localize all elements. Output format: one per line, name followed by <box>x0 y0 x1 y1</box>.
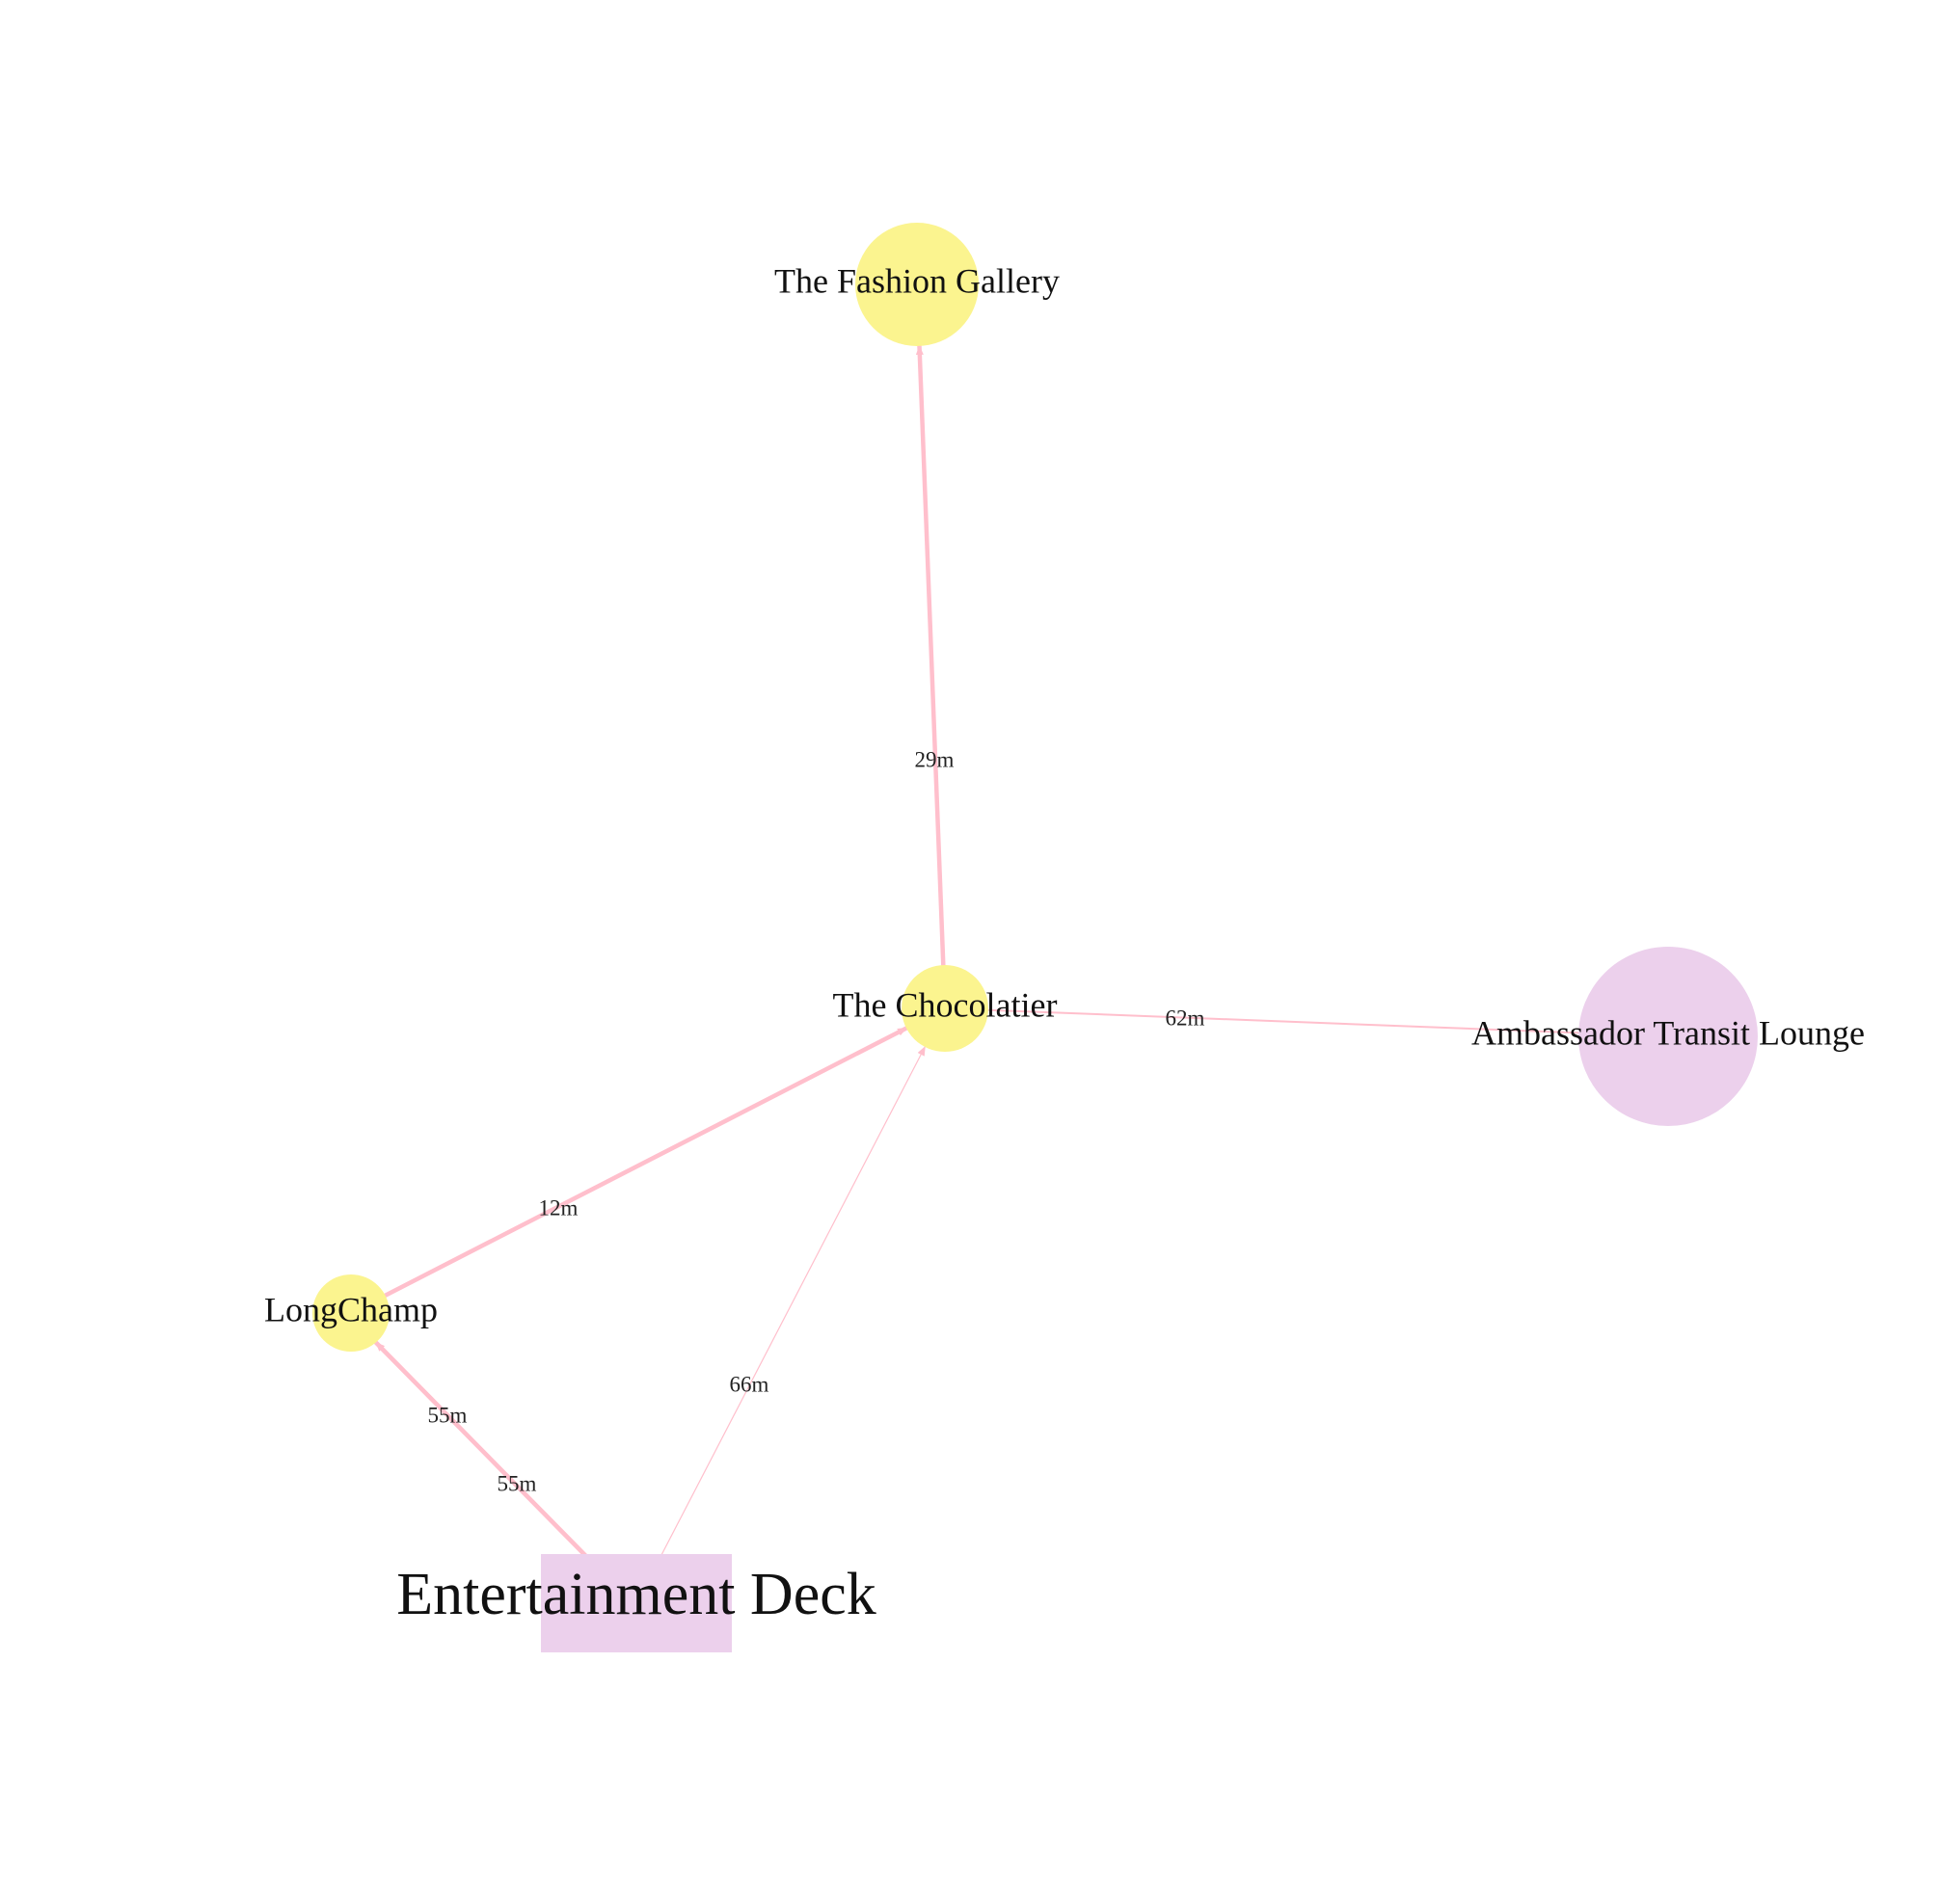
node-choco-label: The Chocolatier <box>833 985 1058 1024</box>
edge-longchamp-entertainment <box>373 1340 588 1559</box>
node-entertainment-shape <box>541 1554 732 1652</box>
edge-choco-ambassador <box>987 1008 1580 1034</box>
node-fashion-label: The Fashion Gallery <box>774 261 1060 300</box>
node-ambassador-shape <box>1578 947 1758 1126</box>
edge-entertainment-choco <box>660 1046 926 1555</box>
edges-layer <box>373 343 1580 1559</box>
node-ambassador-label: Ambassador Transit Lounge <box>1471 1013 1865 1052</box>
node-fashion-shape <box>855 223 979 346</box>
edge-label: 29m <box>915 747 955 771</box>
edge-labels-layer: 29m 62m 12m 66m 55m 55m The Fashion GalleryThe… <box>264 261 1865 1627</box>
nodes-layer <box>312 223 1758 1652</box>
node-longchamp-shape <box>312 1274 390 1352</box>
node-longchamp-label: LongChamp <box>264 1290 438 1328</box>
edge-label: 12m <box>539 1195 579 1220</box>
edge-label: 62m <box>1166 1006 1205 1030</box>
edge-label: 55m <box>498 1471 537 1495</box>
edge-label: 55m <box>428 1403 468 1427</box>
node-choco-shape <box>902 965 988 1052</box>
edge-choco-fashion <box>915 343 946 968</box>
edge-longchamp-choco <box>383 1026 909 1298</box>
edge-label: 66m <box>730 1372 769 1396</box>
node-entertainment-label: Entertainment Deck <box>396 1562 876 1627</box>
